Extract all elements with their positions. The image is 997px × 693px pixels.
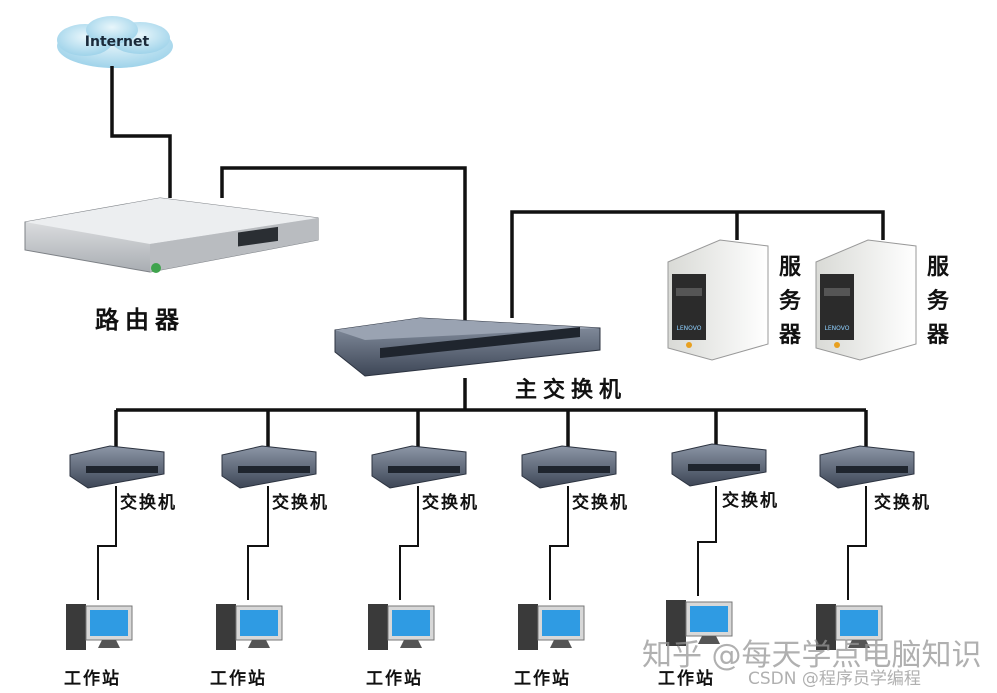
workstation-5-label: 工作站 [658, 669, 715, 689]
access-switch-1 [69, 445, 165, 489]
workstation-lines [97, 486, 867, 600]
workstation-3-icon [368, 604, 435, 650]
line-router-mainswitch [220, 166, 467, 322]
workstation-4-icon [518, 604, 585, 650]
workstation-4-label: 工作站 [514, 669, 571, 689]
internet-cloud-icon [57, 16, 173, 68]
main-switch-device [334, 317, 601, 377]
internet-label: Internet [84, 34, 150, 50]
server-1-icon: LENOVO [667, 239, 769, 361]
csdn-watermark: CSDN @程序员学编程 [748, 669, 921, 689]
access-switch-5 [671, 443, 767, 487]
switch-5-label: 交换机 [722, 491, 779, 511]
line-internet-router [110, 66, 172, 198]
workstation-5-icon [666, 600, 733, 646]
line-mainswitch-servers [510, 210, 885, 318]
workstation-3-label: 工作站 [366, 669, 423, 689]
connection-lines [110, 66, 885, 448]
router-label: 路由器 [95, 305, 185, 334]
access-switch-6 [819, 445, 915, 489]
server-2-icon: LENOVO [815, 239, 917, 361]
switch-1-label: 交换机 [120, 493, 177, 513]
switch-4-label: 交换机 [572, 493, 629, 513]
workstation-2-icon [216, 604, 283, 650]
switch-2-label: 交换机 [272, 493, 329, 513]
workstation-6-icon [816, 604, 883, 650]
workstation-2-label: 工作站 [210, 669, 267, 689]
workstation-1-icon [66, 604, 133, 650]
router-device [24, 197, 319, 273]
switch-6-label: 交换机 [874, 493, 931, 513]
switch-3-label: 交换机 [422, 493, 479, 513]
main-switch-label: 主交换机 [515, 377, 628, 403]
svg-text:LENOVO: LENOVO [825, 325, 850, 332]
server-2-label: 服务器 [926, 254, 949, 348]
access-switch-3 [371, 445, 467, 489]
workstation-1-label: 工作站 [64, 669, 121, 689]
zhihu-watermark: 知乎 @每天学点电脑知识 [642, 638, 982, 673]
access-switch-4 [521, 445, 617, 489]
svg-text:LENOVO: LENOVO [677, 325, 702, 332]
server-1-label: 服务器 [778, 254, 801, 348]
access-switch-2 [221, 445, 317, 489]
